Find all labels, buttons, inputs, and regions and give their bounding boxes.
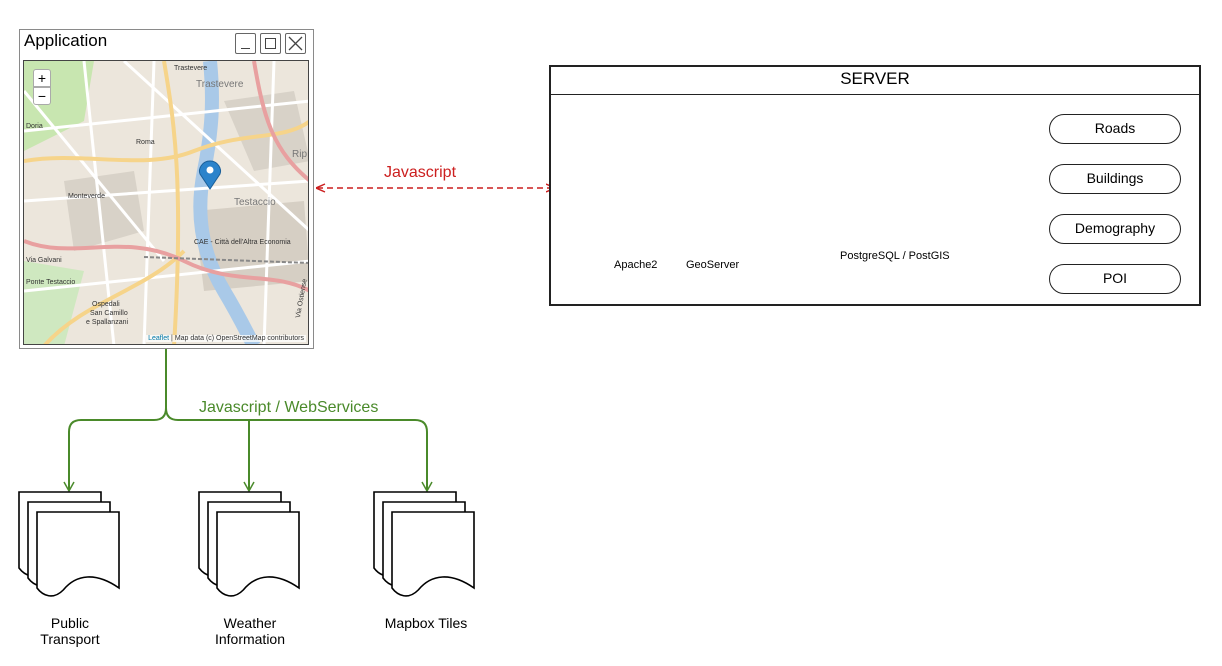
- map-label: CAE - Città dell'Altra Economia: [194, 239, 291, 246]
- service-label-line2: Transport: [40, 631, 100, 647]
- geoserver-label: GeoServer: [686, 259, 740, 271]
- leaflet-link[interactable]: Leaflet: [148, 335, 170, 342]
- map-label: Doria: [26, 123, 43, 130]
- server-title: SERVER: [840, 69, 910, 88]
- map-label: Ponte Testaccio: [26, 279, 76, 286]
- map-label: Rip: [292, 149, 308, 160]
- data-source-poi: POI: [1049, 264, 1181, 294]
- apache-label: Apache2: [614, 259, 658, 271]
- services-connectors: [63, 349, 433, 493]
- service-public-transport-label: Public Transport: [20, 615, 120, 647]
- data-source-demography: Demography: [1049, 214, 1181, 244]
- map-label: Roma: [136, 139, 155, 146]
- map-marker-icon[interactable]: [199, 160, 221, 190]
- zoom-in-button[interactable]: +: [33, 69, 51, 87]
- map-label: Trastevere: [196, 79, 244, 90]
- service-label-line1: Mapbox Tiles: [384, 615, 468, 631]
- map-attribution: Leaflet | Map data (c) OpenStreetMap con…: [146, 335, 306, 342]
- minimize-icon[interactable]: [235, 33, 256, 54]
- database-label: PostgreSQL / PostGIS: [840, 250, 950, 262]
- map-label: e Spallanzani: [86, 319, 129, 326]
- maximize-icon[interactable]: [260, 33, 281, 54]
- application-title: Application: [24, 31, 108, 50]
- map-label: Ospedali: [92, 301, 120, 308]
- attribution-text: | Map data (c) OpenStreetMap contributor…: [169, 335, 304, 342]
- map-label: San Camillo: [90, 310, 128, 317]
- data-source-roads: Roads: [1049, 114, 1181, 144]
- map-view[interactable]: Trastevere Trastevere Testaccio Montever…: [23, 60, 309, 345]
- service-label-line1: Weather: [223, 615, 277, 631]
- server-header: SERVER: [551, 67, 1199, 95]
- service-label-line1: Public: [50, 615, 90, 631]
- zoom-out-button[interactable]: −: [33, 87, 51, 105]
- service-weather-label: Weather Information: [198, 615, 302, 647]
- service-mapbox-label: Mapbox Tiles: [372, 615, 480, 631]
- webservices-connector-label: Javascript / WebServices: [199, 399, 379, 416]
- map-label: Testaccio: [234, 197, 276, 208]
- map-label: Trastevere: [174, 65, 208, 72]
- javascript-connector-label: Javascript: [384, 164, 457, 181]
- application-window: Application: [19, 29, 314, 349]
- map-label: Monteverde: [68, 193, 105, 200]
- service-label-line2: Information: [214, 631, 286, 647]
- close-icon[interactable]: [285, 33, 306, 54]
- map-tiles: [24, 61, 308, 344]
- map-label: Via Galvani: [26, 257, 62, 264]
- data-source-buildings: Buildings: [1049, 164, 1181, 194]
